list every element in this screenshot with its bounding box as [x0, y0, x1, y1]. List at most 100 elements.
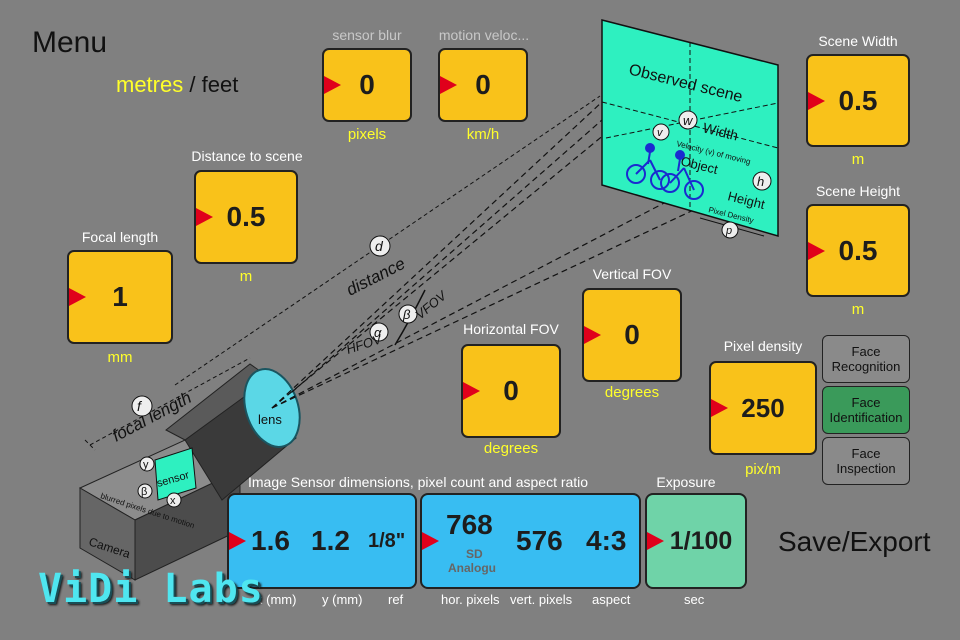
pixel-count-input[interactable]: 768 SD Analogu 576 4:3 — [420, 493, 641, 589]
arrow-right-icon — [440, 76, 457, 94]
sensor-blur-input[interactable]: 0 — [322, 48, 412, 122]
focal-length-unit: mm — [107, 349, 133, 366]
aspect-label: aspect — [592, 592, 631, 607]
beta-symbol: β — [402, 307, 411, 322]
horizontal-fov-label: Horizontal FOV — [463, 321, 559, 337]
scene-height-value: 0.5 — [838, 234, 878, 266]
cyclists-icon — [626, 143, 704, 200]
motion-velocity-input[interactable]: 0 — [438, 48, 528, 122]
sensor-ref-value: 1/8" — [368, 530, 406, 552]
sensor-blur-unit: pixels — [347, 126, 387, 143]
exposure-input[interactable]: 1/100 — [645, 493, 747, 589]
format-line2-text: Analogu — [448, 561, 496, 575]
distance-text: distance — [343, 254, 408, 300]
save-export-separator: / — [841, 526, 850, 557]
sensor-blur-label: sensor blur — [332, 27, 402, 43]
image-sensor-input[interactable]: 1.6 1.2 1/8" — [227, 493, 417, 589]
exposure-unit: sec — [684, 592, 705, 607]
vertical-fov-value: 0 — [624, 319, 640, 350]
motion-velocity-unit: km/h — [466, 126, 500, 143]
d-symbol: d — [375, 238, 384, 254]
arrow-right-icon — [229, 532, 246, 550]
arrow-right-icon — [69, 288, 86, 306]
save-export-toggle[interactable]: Save/Export — [778, 526, 931, 558]
distance-input[interactable]: 0.5 — [194, 170, 298, 264]
save-button[interactable]: Save — [778, 526, 842, 557]
hor-pixels-value: 768 — [446, 509, 493, 540]
sensor-x-label: x (mm) — [256, 592, 297, 607]
arrow-right-icon — [324, 76, 341, 94]
units-separator: / — [189, 72, 196, 97]
pixel-density-input[interactable]: 250 — [709, 361, 817, 455]
alpha-symbol: α — [374, 325, 382, 340]
face-inspection-button[interactable]: Face Inspection — [822, 437, 910, 485]
vertical-fov-label: Vertical FOV — [592, 266, 672, 282]
sensor-y-label: y (mm) — [322, 592, 363, 607]
vertical-fov-input[interactable]: 0 — [582, 288, 682, 382]
f-symbol: f — [137, 398, 143, 414]
focal-length-value: 1 — [112, 281, 128, 312]
svg-text:x: x — [170, 495, 176, 507]
arrow-right-icon — [422, 532, 439, 550]
hfov-text: HFOV — [344, 331, 384, 357]
arrow-right-icon — [808, 91, 825, 110]
sensor-blur-value: 0 — [359, 69, 375, 100]
pd-symbol: p — [725, 225, 732, 237]
svg-text:β: β — [141, 486, 147, 498]
v-symbol: v — [657, 127, 664, 139]
h-symbol: h — [757, 174, 764, 189]
focal-length-input[interactable]: 1 — [67, 250, 173, 344]
arrow-right-icon — [463, 382, 480, 400]
pixel-density-unit: pix/m — [745, 461, 781, 478]
export-button[interactable]: Export — [849, 526, 931, 557]
horizontal-fov-unit: degrees — [483, 440, 539, 457]
motion-velocity-value: 0 — [475, 69, 491, 100]
distance-unit: m — [239, 268, 253, 285]
sensor-y-value: 1.2 — [311, 525, 350, 556]
brand-logo: ViDi Labs — [38, 566, 264, 612]
face-identification-button[interactable]: Face Identification — [822, 386, 910, 434]
sensor-ref-label: ref — [388, 592, 404, 607]
focal-length-label: Focal length — [81, 229, 159, 245]
exposure-value: 1/100 — [669, 526, 733, 555]
scene-width-value: 0.5 — [838, 84, 878, 116]
face-recognition-button[interactable]: Face Recognition — [822, 335, 910, 383]
metres-option[interactable]: metres — [116, 72, 184, 97]
units-toggle[interactable]: metres / feet — [116, 72, 238, 98]
vertical-fov-unit: degrees — [604, 384, 660, 401]
svg-text:y: y — [143, 459, 149, 471]
arrow-right-icon — [584, 326, 601, 344]
sensor-letters: y β x — [137, 456, 182, 508]
format-line1-text: SD — [466, 547, 483, 561]
scene-height-input[interactable]: 0.5 — [806, 204, 910, 297]
scene-width-label: Scene Width — [818, 33, 898, 49]
scene-width-unit: m — [851, 151, 865, 168]
arrow-right-icon — [647, 532, 664, 550]
horizontal-fov-input[interactable]: 0 — [461, 344, 561, 438]
pixel-density-label: Pixel density — [723, 338, 803, 354]
scene-width-input[interactable]: 0.5 — [806, 54, 910, 147]
vert-pixels-value: 576 — [516, 525, 563, 556]
distance-dimension — [174, 95, 601, 386]
lens-text: lens — [258, 412, 282, 427]
distance-value: 0.5 — [226, 201, 266, 232]
menu-button[interactable]: Menu — [32, 26, 108, 59]
image-sensor-label: Image Sensor dimensions, pixel count and… — [248, 474, 589, 490]
pixel-density-value: 250 — [741, 392, 785, 423]
motion-velocity-label: motion veloc... — [438, 27, 530, 43]
scene-height-label: Scene Height — [815, 183, 901, 199]
hor-pixels-label: hor. pixels — [441, 592, 500, 607]
arrow-right-icon — [196, 208, 213, 226]
distance-label: Distance to scene — [191, 148, 303, 164]
feet-option[interactable]: feet — [201, 72, 239, 97]
scene-height-unit: m — [851, 301, 865, 318]
aspect-value: 4:3 — [586, 525, 627, 556]
arrow-right-icon — [711, 399, 728, 417]
horizontal-fov-value: 0 — [503, 375, 519, 406]
sensor-x-value: 1.6 — [251, 525, 290, 556]
vert-pixels-label: vert. pixels — [510, 592, 573, 607]
focal-length-dimension — [84, 357, 251, 451]
w-symbol: w — [683, 113, 694, 128]
arrow-right-icon — [808, 241, 825, 260]
